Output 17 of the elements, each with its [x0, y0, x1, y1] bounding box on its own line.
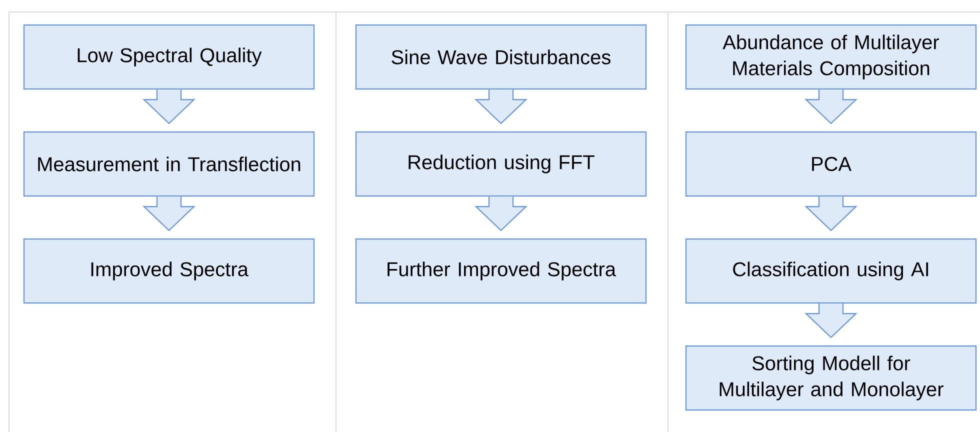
process-box: Further Improved Spectra — [355, 238, 647, 304]
block-arrow — [142, 89, 196, 124]
block-arrow — [474, 89, 528, 124]
process-box: Sine Wave Disturbances — [355, 24, 647, 90]
process-box: Classification using AI — [685, 238, 977, 304]
block-arrow — [804, 89, 858, 124]
block-arrow — [804, 303, 858, 338]
process-box: PCA — [685, 131, 977, 197]
process-box: Abundance of Multilayer Materials Composition — [685, 24, 977, 90]
block-arrow — [142, 196, 196, 232]
process-box: Measurement in Transflection — [23, 131, 315, 197]
process-box: Low Spectral Quality — [23, 24, 315, 90]
block-arrow — [804, 196, 858, 232]
process-box: Sorting Modell for Multilayer and Monolayer — [685, 345, 977, 411]
block-arrow — [474, 196, 528, 232]
process-box: Improved Spectra — [23, 238, 315, 304]
process-box: Reduction using FFT — [355, 131, 647, 197]
